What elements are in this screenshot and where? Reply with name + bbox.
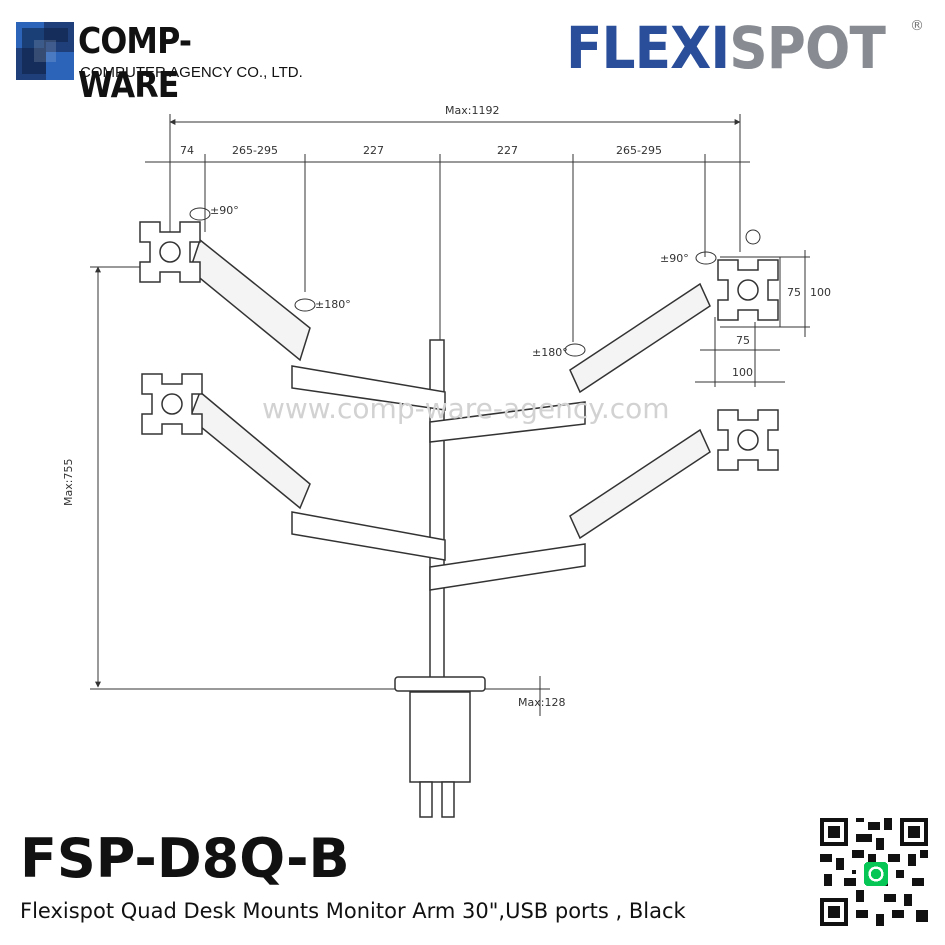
rotation-180-right: ±180° bbox=[532, 346, 568, 359]
upper-right-segment bbox=[429, 401, 586, 443]
dim-265-right: 265-295 bbox=[616, 144, 662, 157]
vesa-75-horizontal: 75 bbox=[736, 334, 750, 347]
upper-left-arm bbox=[189, 238, 311, 362]
vesa-plate-lower-left bbox=[141, 373, 203, 435]
logo-flexi: FLEXI bbox=[566, 14, 730, 82]
product-description: Flexispot Quad Desk Mounts Monitor Arm 3… bbox=[20, 899, 686, 923]
qr-code-icon bbox=[820, 818, 928, 926]
product-model: FSP-D8Q-B bbox=[20, 827, 350, 890]
desk-clamp bbox=[409, 691, 471, 783]
dim-74: 74 bbox=[180, 144, 194, 157]
lower-left-segment bbox=[291, 511, 446, 561]
upper-left-segment bbox=[291, 365, 446, 411]
base-plate bbox=[394, 676, 486, 692]
vesa-75-vertical: 75 bbox=[787, 286, 801, 299]
dim-max-clamp: Max:128 bbox=[518, 696, 565, 709]
vesa-plate-upper-right bbox=[717, 259, 779, 321]
vesa-plate-lower-right bbox=[717, 409, 779, 471]
vesa-100-horizontal: 100 bbox=[732, 366, 753, 379]
vesa-100-vertical: 100 bbox=[810, 286, 831, 299]
line-at-icon bbox=[864, 862, 888, 886]
watermark: www.comp-ware-agency.com bbox=[262, 392, 670, 425]
rotation-90-right: ±90° bbox=[660, 252, 689, 265]
flexispot-logo: FLEXISPOT ® bbox=[566, 12, 926, 84]
dim-227-right: 227 bbox=[497, 144, 518, 157]
upper-right-arm bbox=[569, 282, 711, 394]
compware-logo: COMP-WARE COMPUTER AGENCY CO., LTD. bbox=[16, 20, 306, 106]
company-name: COMP-WARE bbox=[78, 21, 192, 106]
compware-mark-icon bbox=[16, 22, 74, 80]
lower-right-arm bbox=[569, 428, 711, 540]
dim-227-left: 227 bbox=[363, 144, 384, 157]
rotation-180-left: ±180° bbox=[315, 298, 351, 311]
logo-spot: SPOT bbox=[729, 14, 886, 82]
flexispot-wordmark: FLEXISPOT bbox=[566, 12, 886, 84]
dim-max-height: Max:755 bbox=[62, 459, 75, 506]
dim-max-width: Max:1192 bbox=[445, 104, 499, 117]
dim-265-left: 265-295 bbox=[232, 144, 278, 157]
registered-mark: ® bbox=[910, 18, 924, 34]
company-subtitle: COMPUTER AGENCY CO., LTD. bbox=[80, 64, 303, 81]
lower-left-arm bbox=[189, 390, 311, 510]
monitor-arm-drawing: Max:1192 74 265-295 227 227 265-295 ±90°… bbox=[62, 104, 831, 818]
vesa-plate-upper-left bbox=[139, 221, 201, 283]
rotation-90-left: ±90° bbox=[210, 204, 239, 217]
lower-right-segment bbox=[429, 543, 586, 591]
